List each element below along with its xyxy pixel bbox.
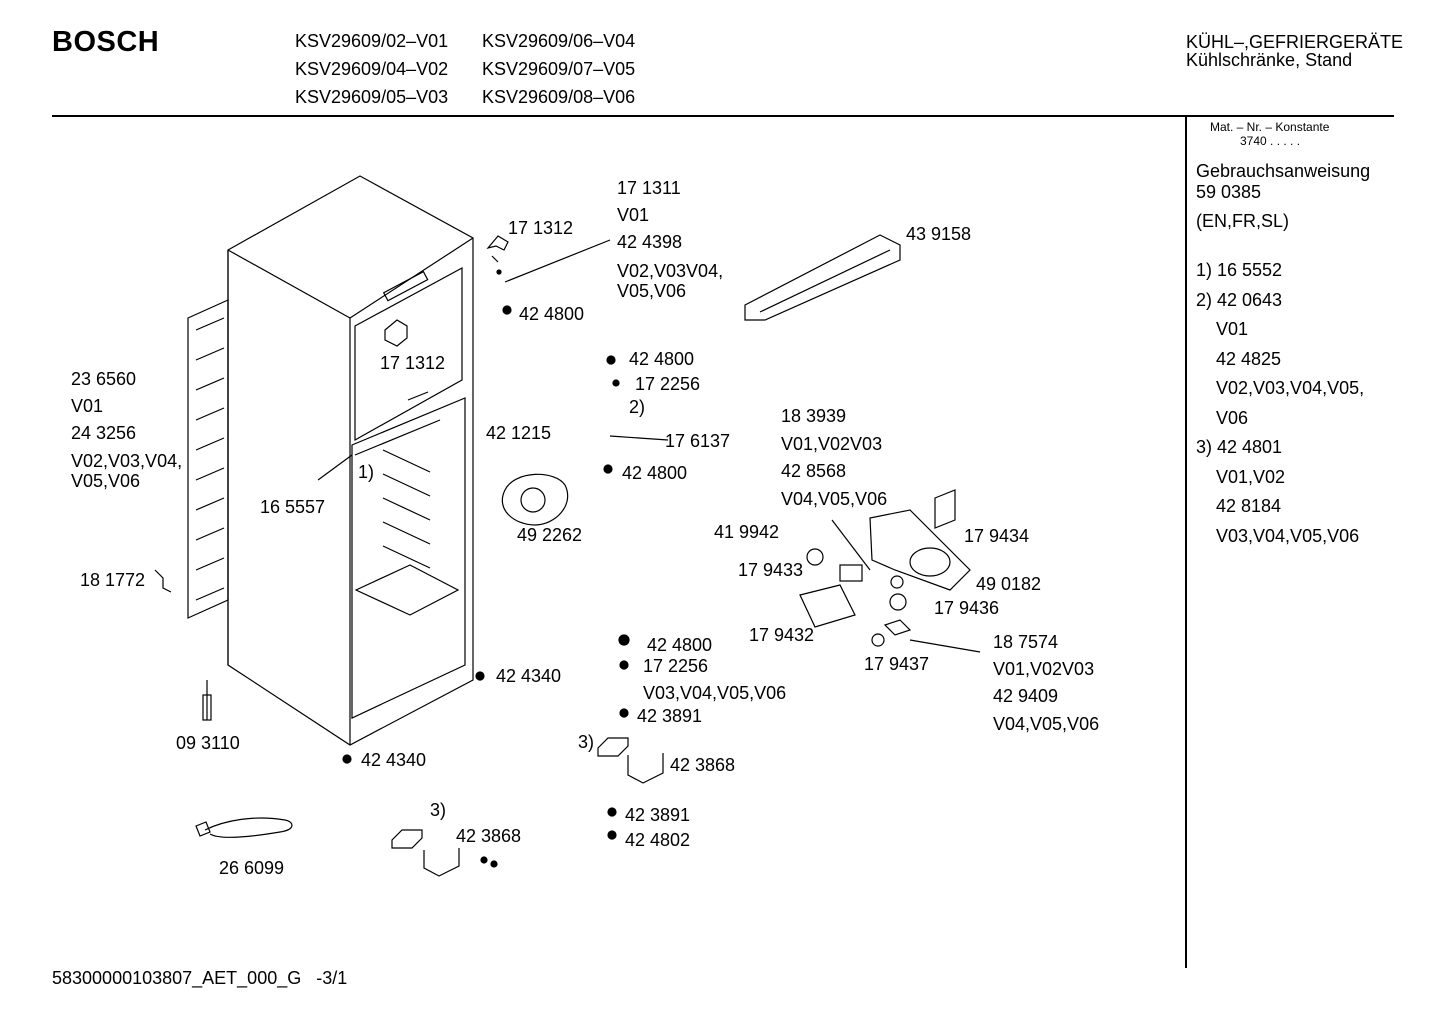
part-label: 17 1312 [508, 218, 574, 238]
part-label: 17 9433 [738, 560, 804, 580]
note-marker: 1) [358, 462, 375, 482]
variant-label: V03,V04,V05,V06 [643, 683, 787, 703]
model-number: KSV29609/06–V04 [482, 31, 636, 51]
part-label: 42 4800 [622, 463, 688, 483]
part-label: 17 9436 [934, 598, 1000, 618]
variant-label: V05,V06 [71, 471, 141, 491]
manual-title: Gebrauchsanweisung [1196, 161, 1371, 181]
part-label: 42 4800 [647, 635, 713, 655]
part-label: 42 8568 [781, 461, 847, 481]
variant-label: V01,V02V03 [993, 659, 1095, 679]
sidebar-divider [1185, 117, 1187, 968]
part-label: 17 9432 [749, 625, 815, 645]
bracket-icon [384, 235, 509, 347]
variant-label: V02,V03V04, [617, 261, 724, 281]
note-marker: 3) [430, 800, 447, 820]
note-marker: 2) [629, 397, 646, 417]
part-label: 41 9942 [714, 522, 780, 542]
header-divider [52, 115, 1394, 117]
category-title: KÜHL–,GEFRIERGERÄTE [1186, 32, 1404, 52]
model-number: KSV29609/08–V06 [482, 87, 636, 107]
variant-label: V01,V02V03 [781, 434, 883, 454]
note-line: 2) 42 0643 [1196, 290, 1283, 310]
part-label: 17 6137 [665, 431, 731, 451]
part-label: 42 4800 [629, 349, 695, 369]
part-label: 09 3110 [176, 733, 240, 753]
lamp-housing-drawing [799, 489, 971, 647]
part-label: 42 4800 [519, 304, 585, 324]
part-label: 24 3256 [71, 423, 137, 443]
part-label: 16 5557 [260, 497, 326, 517]
part-label: 42 4802 [625, 830, 691, 850]
category-subtitle: Kühlschränke, Stand [1186, 50, 1353, 70]
note-line: V06 [1196, 408, 1249, 428]
brand-logo: BOSCH [52, 26, 160, 58]
power-cord-drawing [195, 817, 293, 838]
note-line: 42 4825 [1196, 349, 1282, 369]
leader-line [609, 435, 669, 441]
document-code: 58300000103807_AET_000_G -3/1 [52, 968, 348, 988]
part-label: 18 7574 [993, 632, 1059, 652]
model-number: KSV29609/07–V05 [482, 59, 636, 79]
part-label: 49 0182 [976, 574, 1042, 594]
variant-label: V01 [617, 205, 650, 225]
part-label: 26 6099 [219, 858, 285, 878]
part-label: 23 6560 [71, 369, 137, 389]
part-label: 42 3891 [625, 805, 691, 825]
variant-label: V02,V03,V04, [71, 451, 183, 471]
part-label: 42 4340 [361, 750, 427, 770]
control-panel-drawing [744, 234, 901, 321]
model-number: KSV29609/04–V02 [295, 59, 449, 79]
variant-label: V01 [71, 396, 104, 416]
part-label: 43 9158 [906, 224, 972, 244]
manual-number: 59 0385 [1196, 182, 1262, 202]
part-label: 49 2262 [517, 525, 583, 545]
part-label: 17 1312 [380, 353, 446, 373]
leader-line [831, 519, 871, 571]
note-line: V01 [1196, 319, 1249, 339]
bracket-icon [391, 737, 664, 877]
leader-line [504, 239, 611, 283]
probe-drawing [202, 680, 212, 721]
part-label: 18 1772 [80, 570, 146, 590]
part-label: 18 3939 [781, 406, 847, 426]
note-marker: 3) [578, 732, 595, 752]
part-label: 17 1311 [617, 178, 681, 198]
note-line: 3) 42 4801 [1196, 437, 1283, 457]
note-line: V02,V03,V04,V05, [1196, 378, 1365, 398]
fan-drawing [501, 473, 569, 526]
note-line: V01,V02 [1196, 467, 1286, 487]
part-label: 17 9437 [864, 654, 930, 674]
screw-icon [342, 269, 630, 868]
part-label: 42 4340 [496, 666, 562, 686]
part-label: 42 1215 [486, 423, 552, 443]
part-label: 42 9409 [993, 686, 1059, 706]
hook-icon [154, 569, 172, 593]
part-label: 42 4398 [617, 232, 683, 252]
part-label: 17 2256 [643, 656, 709, 676]
part-label: 17 9434 [964, 526, 1030, 546]
manual-languages: (EN,FR,SL) [1196, 211, 1290, 231]
leader-line [317, 454, 353, 481]
mat-number-value: 3740 . . . . . [1240, 134, 1301, 148]
variant-label: V04,V05,V06 [993, 714, 1100, 734]
fridge-cabinet-drawing [187, 175, 474, 746]
part-label: 42 3891 [637, 706, 703, 726]
variant-label: V05,V06 [617, 281, 687, 301]
model-number: KSV29609/02–V01 [295, 31, 449, 51]
part-label: 42 3868 [456, 826, 522, 846]
note-line: 1) 16 5552 [1196, 260, 1283, 280]
part-label: 42 3868 [670, 755, 736, 775]
note-line: V03,V04,V05,V06 [1196, 526, 1360, 546]
part-label: 17 2256 [635, 374, 701, 394]
leader-line [909, 639, 981, 653]
model-number: KSV29609/05–V03 [295, 87, 449, 107]
mat-number-label: Mat. – Nr. – Konstante [1210, 120, 1330, 134]
note-line: 42 8184 [1196, 496, 1282, 516]
variant-label: V04,V05,V06 [781, 489, 888, 509]
